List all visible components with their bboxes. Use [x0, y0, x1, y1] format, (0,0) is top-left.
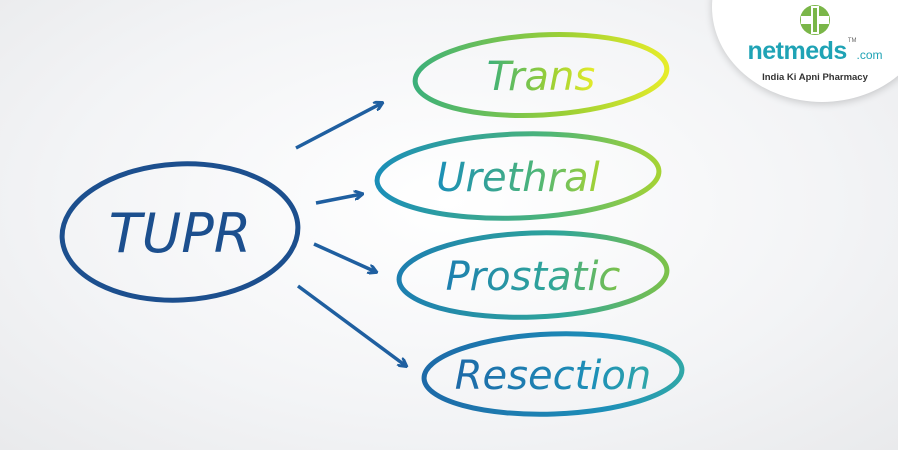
node-label: Resection: [455, 353, 651, 399]
node-trans: Trans: [412, 32, 670, 118]
node-label: Urethral: [436, 155, 599, 201]
tagline: India Ki Apni Pharmacy: [762, 72, 868, 83]
node-label: Prostatic: [446, 254, 621, 300]
node-prostatic: Prostatic: [396, 230, 670, 320]
arrow-icon: [295, 103, 382, 150]
arrow-icon: [313, 242, 376, 272]
arrow-icon: [315, 194, 362, 205]
tupr-label: TUPR: [109, 202, 252, 265]
netmeds-logo[interactable]: netmedsTM .com India Ki Apni Pharmacy: [740, 4, 890, 84]
brand-suffix: .com: [856, 48, 883, 62]
node-label: Trans: [487, 54, 595, 100]
arrow-icon: [296, 284, 406, 366]
plus-logo-icon: [800, 5, 830, 35]
trademark: TM: [847, 38, 857, 44]
arrows: [295, 103, 406, 366]
brand-name: netmeds: [747, 37, 848, 65]
tupr-node: TUPR: [59, 161, 301, 303]
node-resection: Resection: [421, 331, 685, 417]
node-urethral: Urethral: [374, 131, 662, 221]
